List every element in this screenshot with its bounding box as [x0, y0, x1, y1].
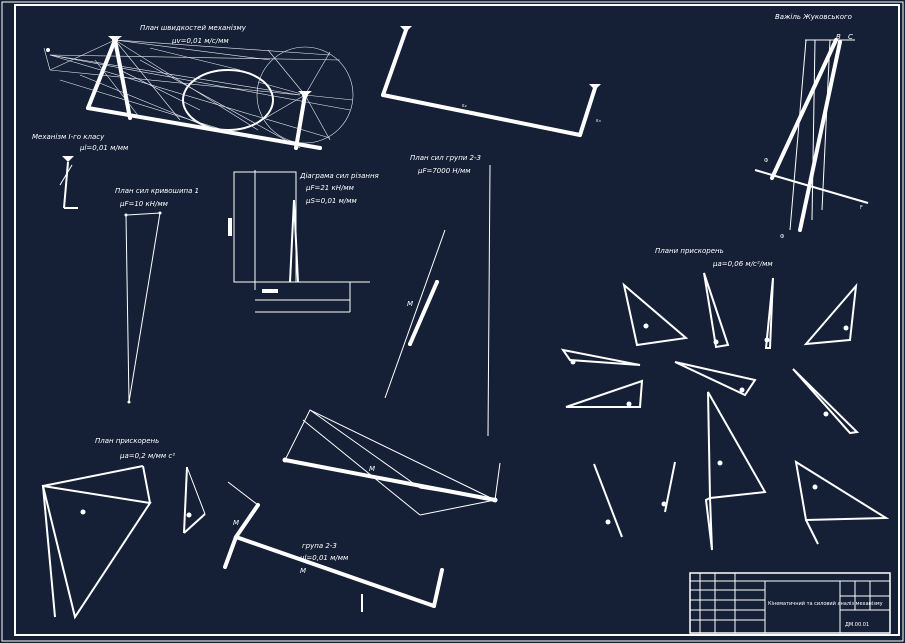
svg-text:ε₃: ε₃ [596, 118, 601, 124]
group-force-plan: План сил групи 2-3 μF=7000 Н/мм M [384, 154, 491, 437]
cutting-force-diagram: Діаграма сил різання μF=21 кН/мм μS=0,01… [228, 170, 379, 313]
group-2-3-link: група 2-3 μl=0,01 м/мм M M [223, 481, 444, 612]
svg-text:ε₂: ε₂ [462, 103, 467, 109]
fixed-support [108, 36, 122, 42]
moment-label-2: M [369, 465, 375, 473]
phi-label-2: Ф [780, 234, 785, 240]
link-position-drawing: ε₂ ε₃ [381, 26, 601, 137]
moment-label-4: M [300, 567, 306, 575]
speed-plan-title: План швидкостей механізму [140, 24, 247, 32]
group-force-title: План сил групи 2-3 [410, 154, 481, 162]
link-crank [294, 93, 307, 150]
point-b: B [836, 33, 841, 41]
first-class-mechanism: Механізм I-го класу μl=0,01 м/мм [32, 133, 129, 209]
crank-circle [256, 46, 354, 144]
group-title: група 2-3 [302, 542, 337, 550]
speed-plan-scale: μv=0,01 м/с/мм [171, 37, 229, 45]
accel-plan-scale: μa=0,2 м/мм с² [119, 452, 175, 460]
motion-scale-2: μS=0,01 м/мм [305, 197, 357, 205]
fixed-support [298, 91, 312, 97]
sheet-inner-frame [14, 4, 900, 636]
group-scale: μl=0,01 м/мм [299, 554, 349, 562]
crank-force-plan: План сил кривошипа 1 μF=10 кН/мм [115, 187, 199, 404]
accel-plan-title: План прискорень [95, 437, 159, 445]
group-force-scale: μF=7000 Н/мм [417, 167, 471, 175]
crank-force-title: План сил кривошипа 1 [115, 187, 199, 195]
group-force-polygon: M [282, 409, 501, 516]
accel-plans-scale: μa=0,06 м/с²/мм [712, 260, 773, 268]
phi-label: Ф [764, 158, 769, 164]
zhukovsky-lever: Важіль Жуковського B C Ф F Ф [754, 13, 869, 240]
mechanism-scale: μl=0,01 м/мм [79, 144, 129, 152]
point-f: F [860, 205, 863, 211]
title-block-name: Кінематичний та силовий аналіз механізму [768, 600, 883, 607]
crank-force-scale: μF=10 кН/мм [119, 200, 169, 208]
link-coupler [113, 38, 132, 120]
mechanism-positions-diagram: План швидкостей механізму μv=0,01 м/с/мм [43, 24, 354, 150]
link-rocker [86, 38, 117, 110]
motion-diagram-title: Діаграма сил різання [299, 172, 379, 180]
moment-label-3: M [233, 519, 239, 527]
title-block-code: ДМ.00.01 [845, 622, 869, 628]
acceleration-plan: План прискорень μa=0,2 м/мм с² [41, 437, 206, 620]
mechanism-title: Механізм I-го класу [32, 133, 105, 141]
accel-plans-title: Плани прискорень [655, 247, 724, 255]
guide-link [86, 106, 322, 150]
motion-scale-1: μF=21 кН/мм [305, 184, 355, 192]
zhukovsky-title: Важіль Жуковського [775, 13, 852, 21]
point-c: C [848, 33, 853, 41]
acceleration-plans: Плани прискорень μa=0,06 м/с²/мм [560, 247, 890, 551]
title-block: Кінематичний та силовий аналіз механізму… [689, 572, 891, 634]
moment-label: M [407, 300, 413, 308]
crank-trajectory [182, 69, 274, 131]
